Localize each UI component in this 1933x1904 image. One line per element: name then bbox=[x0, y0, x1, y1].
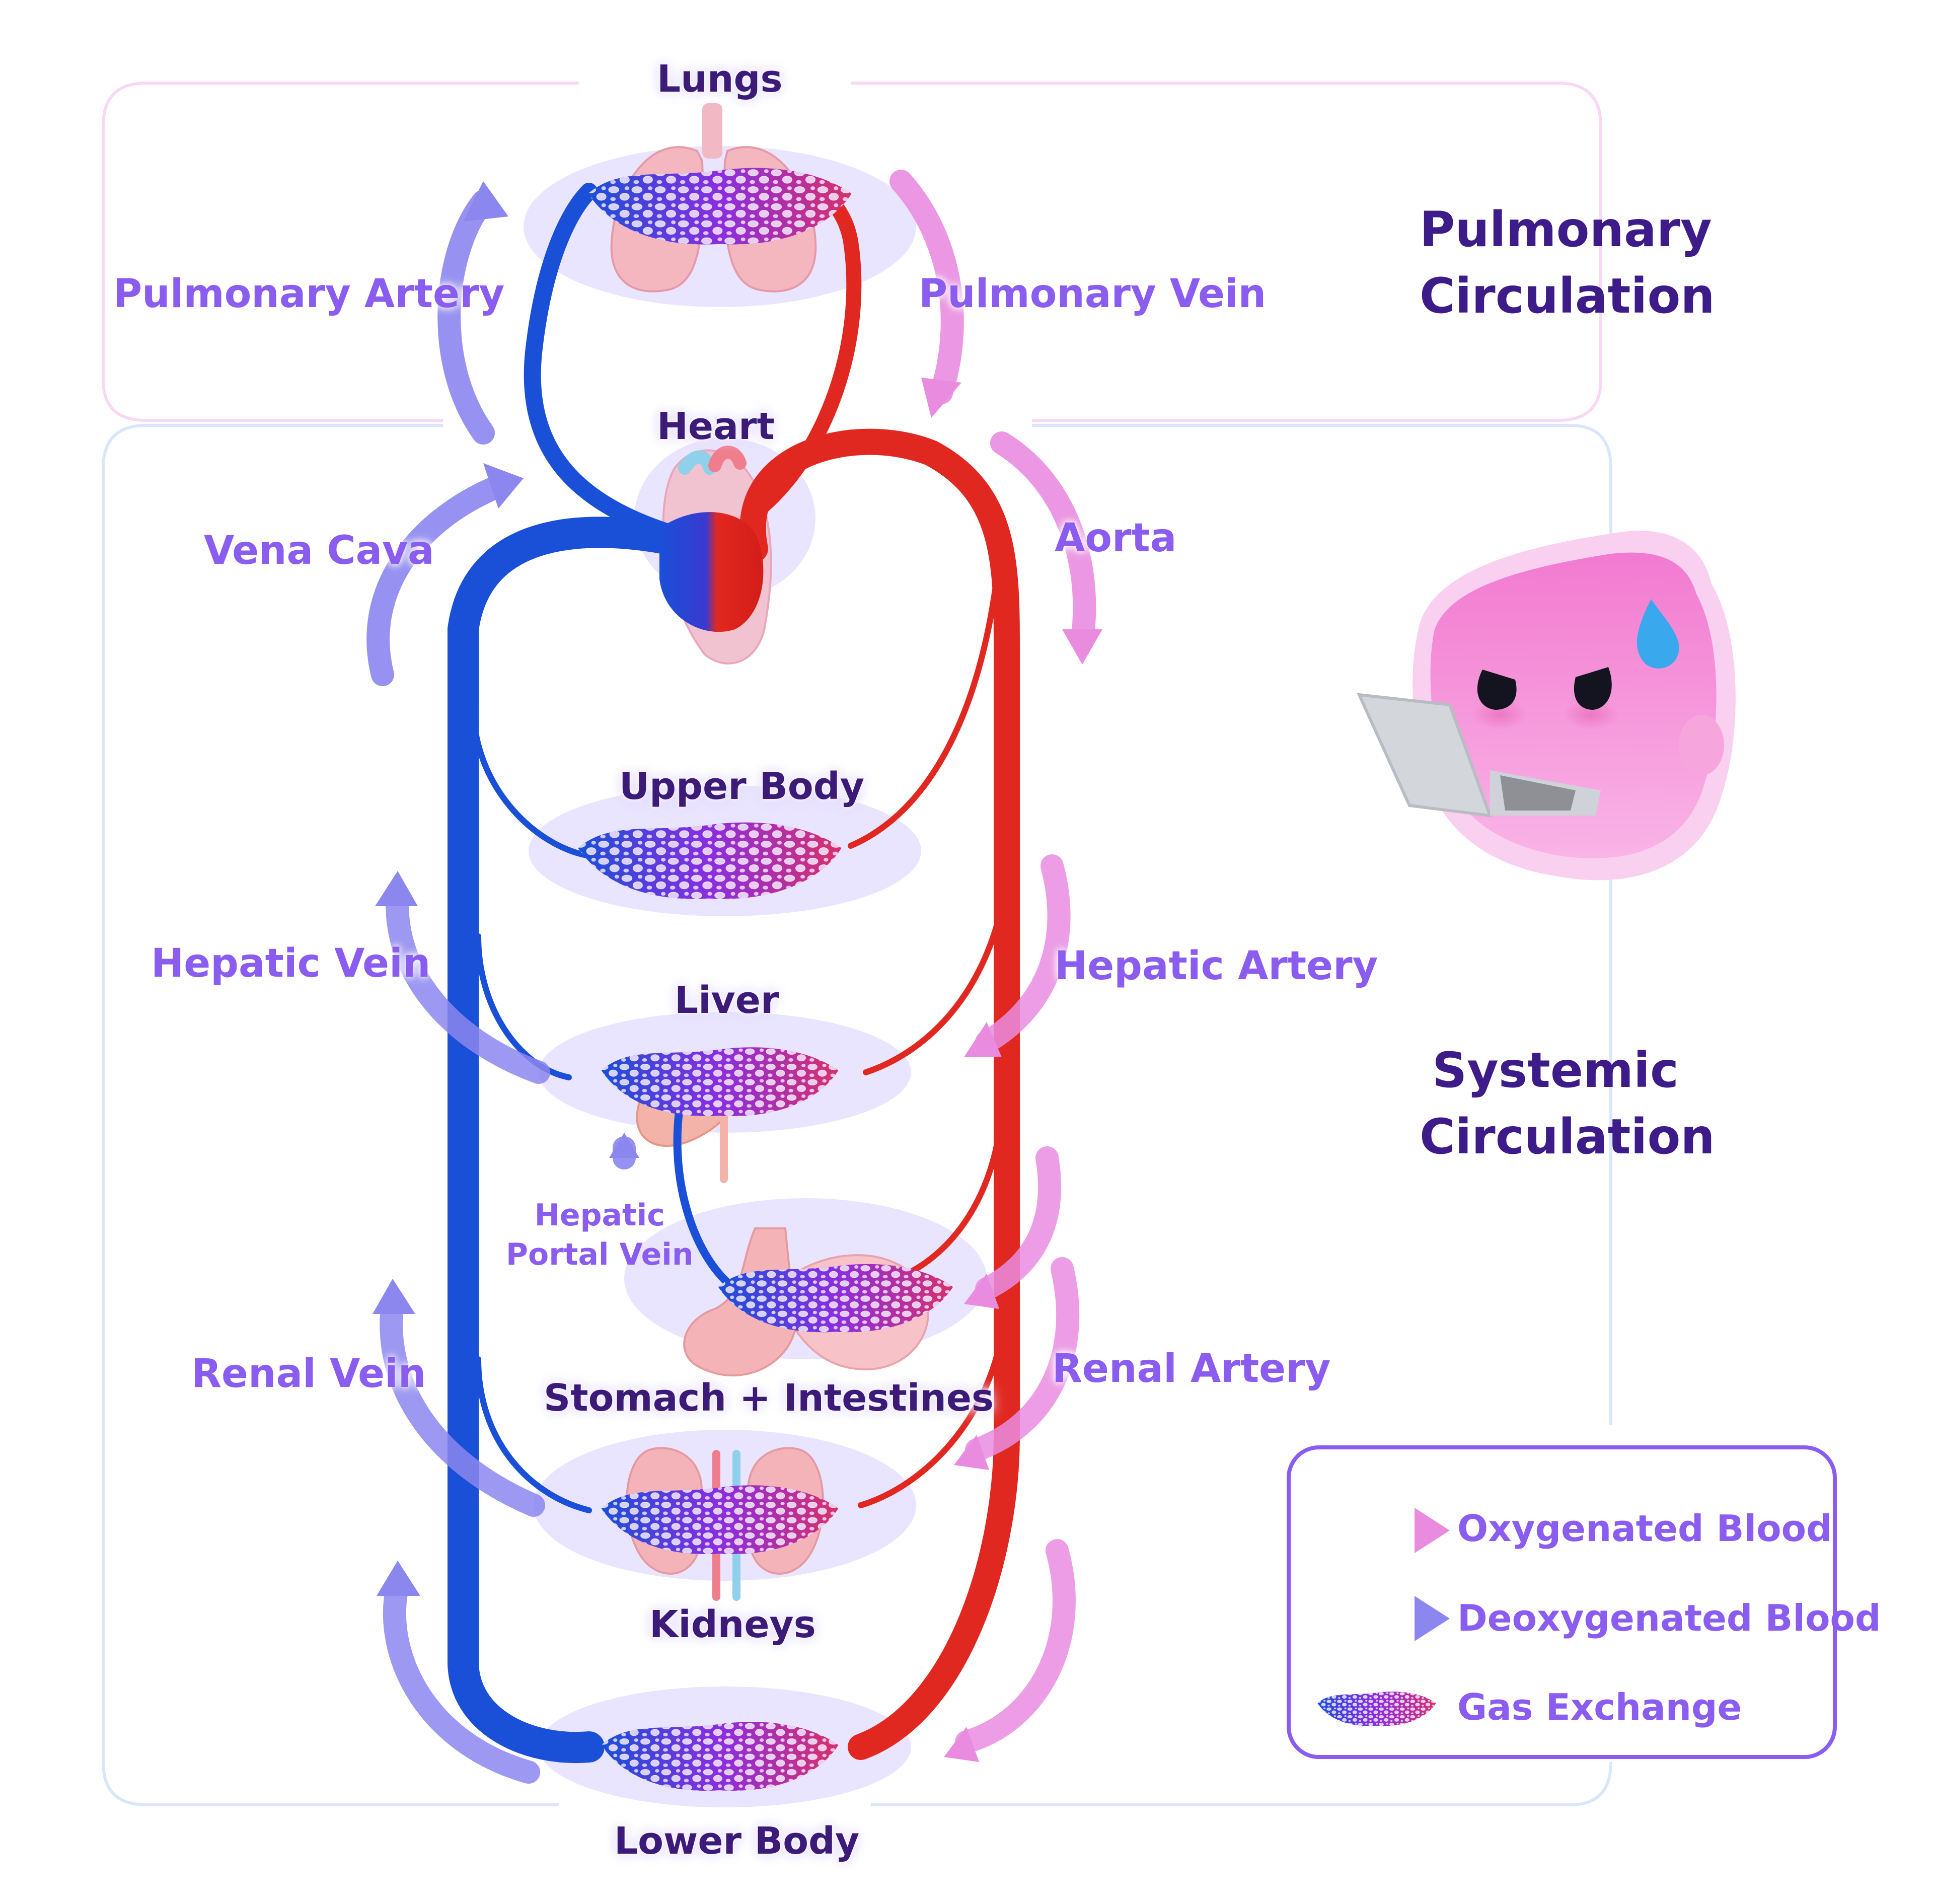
systemic-title-line1: Systemic bbox=[1432, 1042, 1679, 1099]
hepatic-portal-vein-label: Hepatic Portal Vein bbox=[506, 1196, 694, 1274]
heart-label: Heart bbox=[657, 405, 775, 448]
pink-blob-with-laptop-icon bbox=[1357, 531, 1736, 881]
kidneys-label: Kidneys bbox=[649, 1603, 816, 1646]
hepatic-artery-label: Hepatic Artery bbox=[1055, 943, 1378, 989]
pulmonary-vein-label: Pulmonary Vein bbox=[919, 271, 1267, 317]
stomach-intestines-label: Stomach + Intestines bbox=[544, 1376, 994, 1420]
upper-body-label: Upper Body bbox=[619, 765, 864, 808]
hepatic-vein-label: Hepatic Vein bbox=[151, 941, 431, 986]
pulmonary-artery-label: Pulmonary Artery bbox=[113, 271, 505, 317]
legend-gas-exchange-label: Gas Exchange bbox=[1457, 1686, 1742, 1728]
pulmonary-title-line1: Pulmonary bbox=[1420, 201, 1712, 258]
pulmonary-circulation-title: Pulmonary Circulation bbox=[1420, 196, 1715, 330]
flow-arrow-heads bbox=[373, 181, 1102, 1762]
pulmonary-title-line2: Circulation bbox=[1420, 268, 1715, 325]
liver-label: Liver bbox=[675, 979, 779, 1022]
systemic-title-line2: Circulation bbox=[1420, 1109, 1715, 1165]
flow-arrows bbox=[366, 170, 1096, 1784]
hepatic-portal-vein-line2: Portal Vein bbox=[506, 1237, 694, 1272]
systemic-frame bbox=[102, 424, 1612, 1806]
oxygenated-flow-arrows bbox=[889, 170, 1096, 1753]
lower-body-label: Lower Body bbox=[614, 1819, 860, 1863]
vena-cava-label: Vena Cava bbox=[204, 528, 434, 573]
renal-vein-label: Renal Vein bbox=[191, 1351, 426, 1397]
deoxygenated-flow-arrows bbox=[366, 190, 636, 1784]
hepatic-portal-vein-line1: Hepatic bbox=[534, 1198, 665, 1233]
heart-chambers bbox=[659, 512, 764, 632]
legend-box bbox=[1287, 1445, 1837, 1759]
systemic-circulation-title: Systemic Circulation bbox=[1420, 1037, 1715, 1170]
aorta-label: Aorta bbox=[1055, 516, 1177, 561]
legend-deoxygenated-label: Deoxygenated Blood bbox=[1457, 1597, 1881, 1639]
lungs-label: Lungs bbox=[657, 57, 783, 101]
renal-artery-label: Renal Artery bbox=[1052, 1346, 1331, 1392]
deoxygenated-vessels bbox=[448, 183, 739, 1763]
pulmonary-frame bbox=[102, 82, 1602, 422]
legend-oxygenated-label: Oxygenated Blood bbox=[1457, 1507, 1832, 1550]
